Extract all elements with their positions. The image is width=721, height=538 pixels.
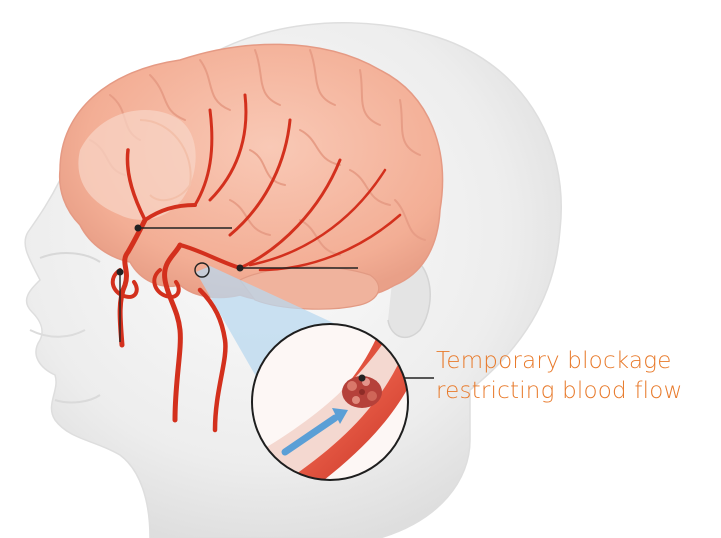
callout-line-1: Temporary blockage: [436, 346, 718, 376]
callout-line-2: restricting blood flow: [436, 376, 718, 406]
blockage-callout: Temporary blockage restricting blood flo…: [436, 346, 718, 406]
clot-leader-dot: [359, 375, 366, 382]
